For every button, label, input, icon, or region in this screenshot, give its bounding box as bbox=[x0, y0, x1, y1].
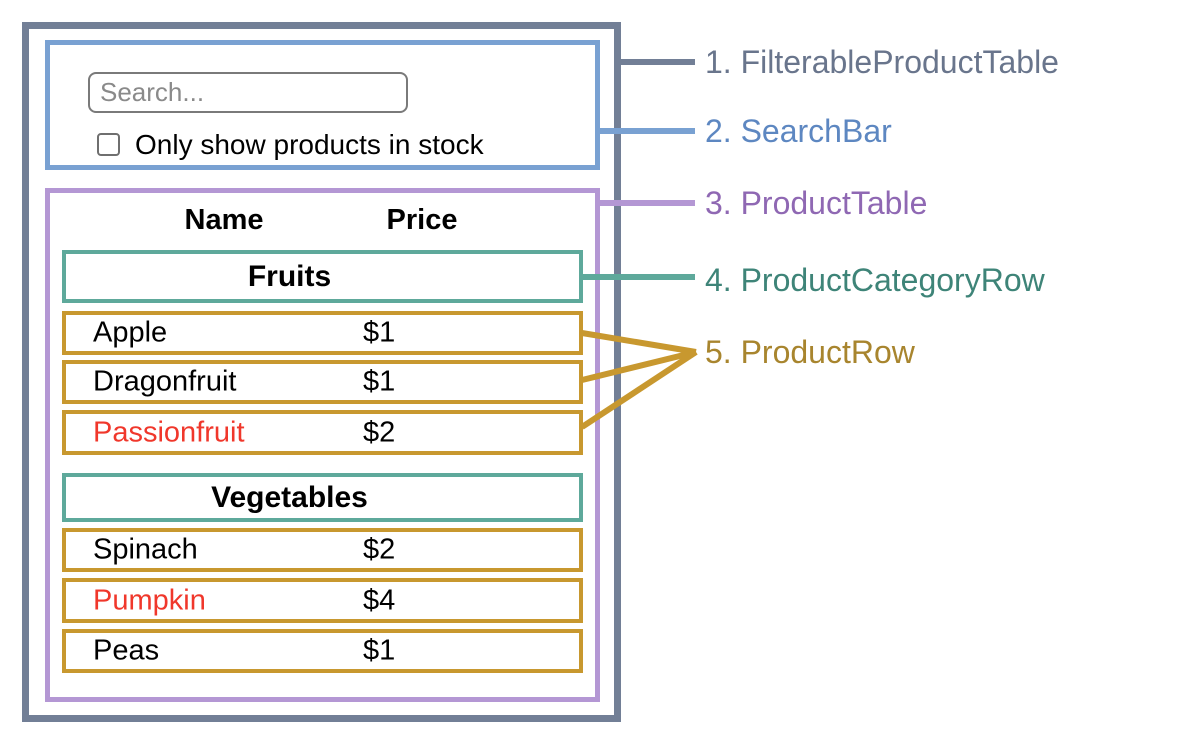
product-name: Apple bbox=[93, 316, 168, 349]
connector-line-filterable-product-table bbox=[614, 59, 695, 65]
product-table-box bbox=[45, 188, 600, 702]
category-row-fruits: Fruits bbox=[62, 250, 583, 303]
label-product-table: 3. ProductTable bbox=[705, 185, 928, 221]
in-stock-checkbox-label: Only show products in stock bbox=[135, 129, 484, 160]
connector-line-search-bar bbox=[597, 128, 695, 134]
product-price: $2 bbox=[363, 533, 396, 566]
product-price: $1 bbox=[363, 634, 396, 667]
label-filterable-product-table: 1. FilterableProductTable bbox=[705, 44, 1059, 80]
column-header-price: Price bbox=[386, 204, 458, 236]
category-label: Vegetables bbox=[211, 480, 368, 514]
product-price: $4 bbox=[363, 584, 396, 616]
product-row: Peas $1 bbox=[62, 629, 583, 673]
product-name: Pumpkin bbox=[93, 584, 206, 616]
connector-line-product-table bbox=[598, 200, 695, 206]
label-product-row: 5. ProductRow bbox=[705, 334, 915, 370]
product-name: Passionfruit bbox=[93, 416, 245, 448]
product-row: Spinach $2 bbox=[62, 528, 583, 572]
category-label: Fruits bbox=[247, 259, 332, 293]
product-price: $1 bbox=[363, 316, 396, 349]
category-row-vegetables: Vegetables bbox=[62, 473, 583, 522]
label-product-category-row: 4. ProductCategoryRow bbox=[705, 262, 1045, 298]
product-row: Apple $1 bbox=[62, 311, 583, 355]
product-row: Pumpkin $4 bbox=[62, 578, 583, 623]
product-name: Spinach bbox=[93, 533, 198, 566]
product-name: Dragonfruit bbox=[93, 365, 237, 398]
connector-line-product-category-row bbox=[581, 274, 695, 280]
product-price: $2 bbox=[363, 416, 396, 448]
product-price: $1 bbox=[363, 365, 396, 398]
search-bar-box bbox=[45, 40, 600, 170]
in-stock-checkbox[interactable] bbox=[97, 133, 120, 156]
product-row: Dragonfruit $1 bbox=[62, 360, 583, 404]
product-row: Passionfruit $2 bbox=[62, 410, 583, 455]
label-search-bar: 2. SearchBar bbox=[705, 113, 892, 149]
product-name: Peas bbox=[93, 634, 160, 667]
column-header-name: Name bbox=[184, 204, 264, 236]
search-input[interactable] bbox=[88, 72, 408, 113]
